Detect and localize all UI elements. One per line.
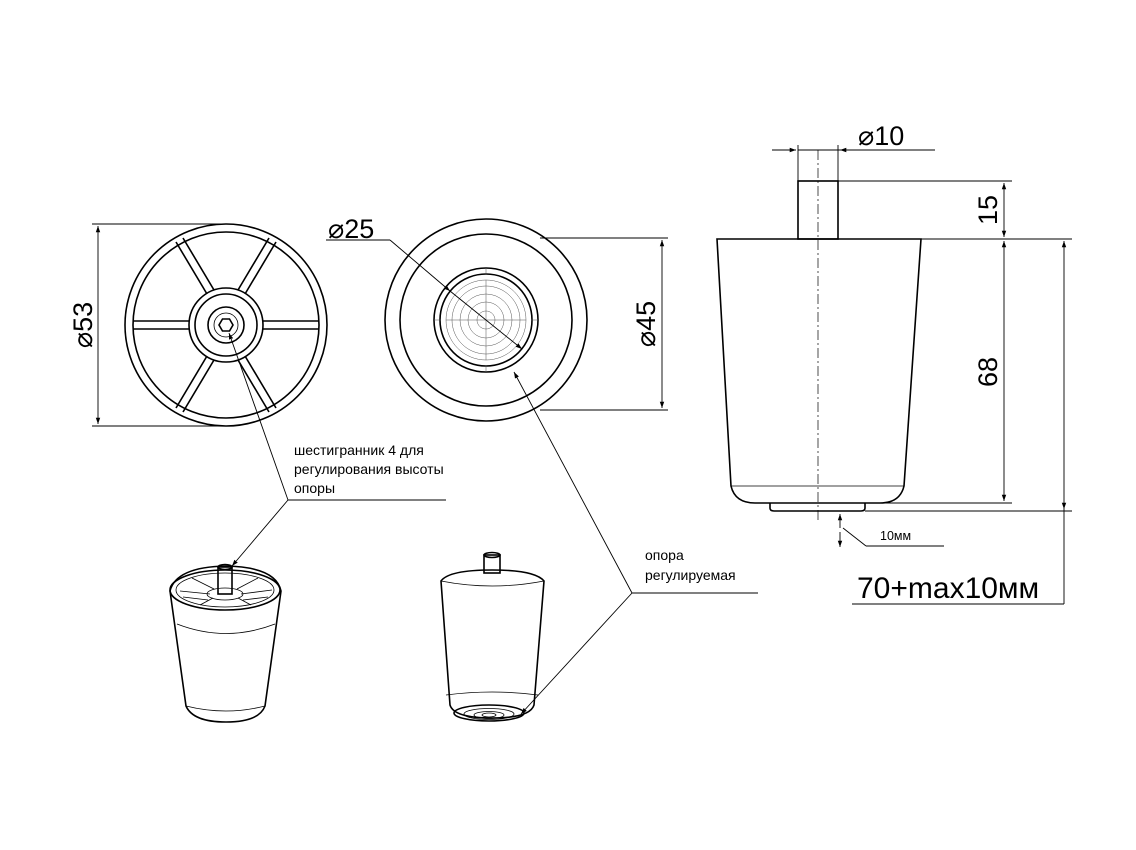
dimension-d53: ⌀53 xyxy=(68,302,98,348)
spokes xyxy=(133,237,319,413)
dimension-adjustment: 10мм xyxy=(880,529,911,543)
dimension-d45: ⌀45 xyxy=(631,301,661,347)
bottom-view-adjuster: ⌀25 ⌀45 xyxy=(326,214,668,422)
callout-hex: шестигранник 4 для регулирования высоты … xyxy=(228,332,446,567)
top-view-spoked: ⌀53 xyxy=(68,223,328,427)
hex-note-line-3: опоры xyxy=(294,480,335,496)
dimension-h15: 15 xyxy=(973,195,1003,225)
callout-adjuster: опора регулируемая xyxy=(513,371,758,715)
side-elevation: ⌀10 15 68 70+max10мм 10мм xyxy=(716,121,1072,605)
dimension-d25: ⌀25 xyxy=(328,214,374,244)
sketch-bottom-view-3d xyxy=(440,551,545,722)
dimension-d10: ⌀10 xyxy=(858,121,904,151)
leg-body xyxy=(716,238,922,504)
sketch-top-view-3d xyxy=(169,563,282,723)
support-note-line-1: опора xyxy=(645,547,684,563)
dimension-total-height: 70+max10мм xyxy=(857,572,1039,605)
dimension-h68: 68 xyxy=(973,357,1003,387)
support-note-line-2: регулируемая xyxy=(645,567,736,583)
hex-note-line-2: регулирования высоты xyxy=(294,461,444,477)
hex-note-line-1: шестигранник 4 для xyxy=(294,442,424,458)
hex-socket-icon xyxy=(218,318,234,332)
